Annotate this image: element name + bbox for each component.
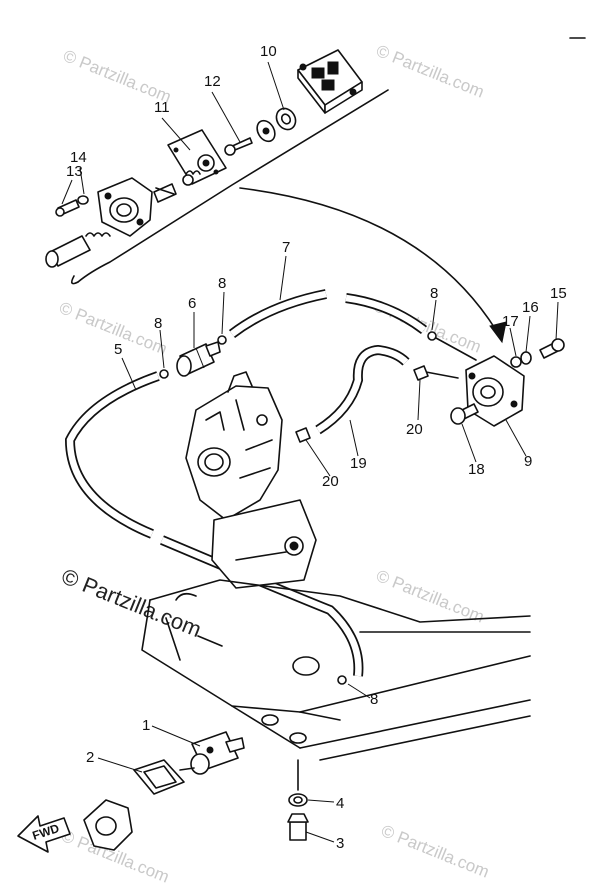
plunger-spring [85,232,111,237]
callout-8b: 8 [154,315,162,332]
watermark: © Partzilla.com [374,41,487,102]
callout-14: 14 [70,149,87,166]
fuel-filter-6 [176,341,221,377]
clip-8-b [159,369,169,379]
callout-8c: 8 [430,285,438,302]
watermark: © Partzilla.com [374,566,487,627]
pump-cover [297,49,363,114]
clip-8-a [217,335,227,345]
group-bracket [77,89,389,283]
callout-8a: 8 [218,275,226,292]
clip-8-d [337,675,347,685]
callout-17: 17 [502,313,519,330]
bottom-pan [141,579,531,761]
plunger [45,235,91,268]
callout-20b: 20 [322,473,339,490]
hose-7 [228,289,428,338]
gasket-2 [133,759,185,795]
callout-3: 3 [336,835,344,852]
primer-knob [83,799,133,851]
bolt-15 [539,338,565,359]
clip-8-c [427,331,437,341]
callout-20a: 20 [406,421,423,438]
washer-17 [510,356,522,368]
callout-13: 13 [66,163,83,180]
callout-10: 10 [260,43,277,60]
pump-exploded-group [45,49,389,285]
carburetor [185,371,283,521]
callout-numbers: 10 12 11 13 14 7 8 6 8 5 8 17 16 15 20 1… [66,43,567,852]
leader-lines [61,61,559,843]
callout-16: 16 [522,299,539,316]
hose-19 [315,344,410,435]
callout-5: 5 [114,341,122,358]
callout-11: 11 [154,99,170,116]
callout-12: 12 [204,73,221,90]
engine-lower [211,499,317,589]
fwd-arrow-icon: FWD [17,815,71,853]
washer-14 [77,195,89,205]
callout-8d: 8 [370,691,378,708]
o-ring-18 [450,407,466,425]
callout-6: 6 [188,295,196,312]
gasket-10 [275,107,297,131]
callout-18: 18 [468,461,485,478]
spring-small [182,170,201,186]
callout-19: 19 [350,455,367,472]
callout-2: 2 [86,749,94,766]
callout-1: 1 [142,717,150,734]
clip-20-a [413,365,429,381]
watermark: © Partzilla.com [61,46,174,107]
primer-pump-1 [179,731,245,775]
clip-20-b [295,427,311,443]
watermark: © Partzilla.com [379,821,492,882]
diaphragm-12 [256,119,276,143]
callout-15: 15 [550,285,567,302]
plate-11 [167,129,227,185]
assembly-arrow [239,187,497,331]
fuel-pump-9 [457,355,525,427]
callout-4: 4 [336,795,344,812]
callout-7: 7 [282,239,290,256]
pump-body [97,177,153,237]
callout-9: 9 [524,453,532,470]
bolt-3 [287,813,309,841]
washer-16 [520,351,532,365]
drain-boss [292,656,320,676]
watermark-main: © Partzilla.com [58,563,205,642]
spring-valve [153,183,177,203]
